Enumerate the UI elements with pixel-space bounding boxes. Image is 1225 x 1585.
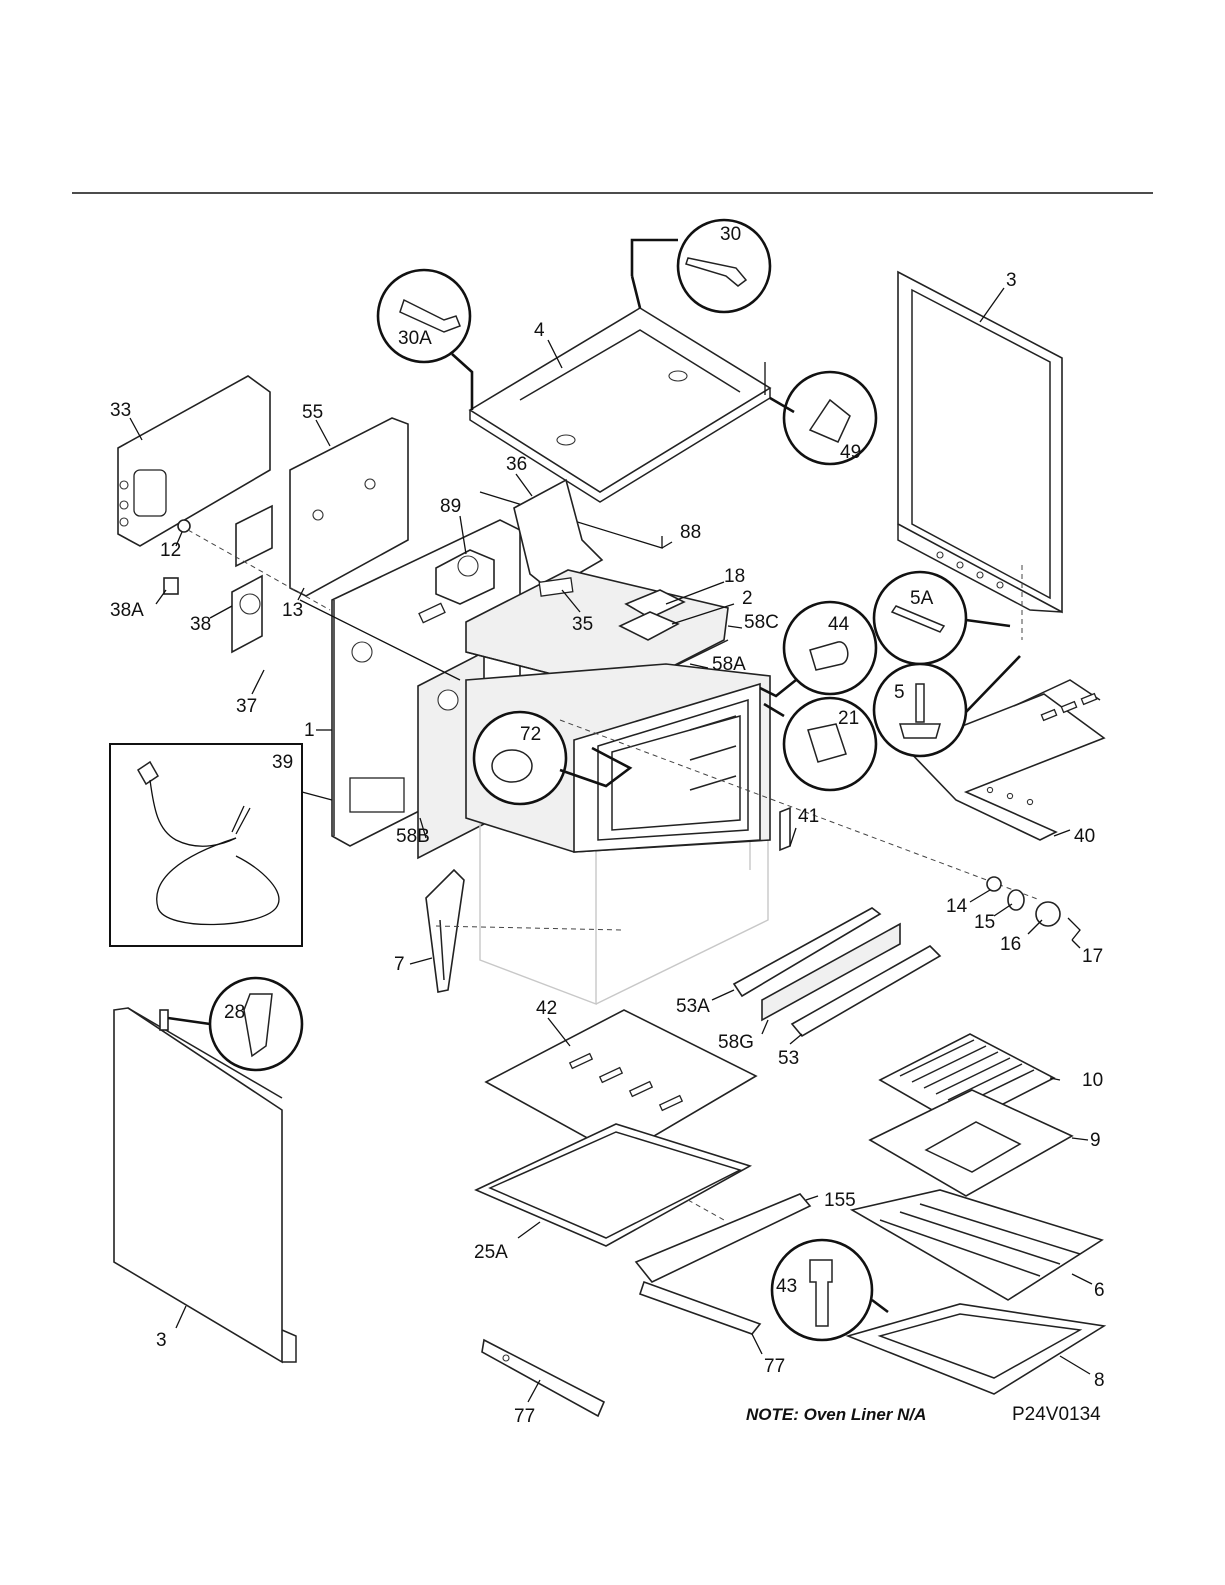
label-5A: 5A bbox=[910, 588, 934, 609]
label-36: 36 bbox=[506, 454, 527, 475]
label-38: 38 bbox=[190, 614, 211, 635]
label-41: 41 bbox=[798, 806, 819, 827]
label-28: 28 bbox=[224, 1002, 245, 1023]
label-44: 44 bbox=[828, 614, 850, 635]
label-3-right: 3 bbox=[1006, 270, 1017, 291]
label-14: 14 bbox=[946, 896, 968, 917]
label-155: 155 bbox=[824, 1190, 856, 1211]
label-38A: 38A bbox=[110, 600, 144, 621]
bubble-5A bbox=[874, 572, 1010, 664]
part-bracket-41 bbox=[780, 808, 790, 850]
label-16: 16 bbox=[1000, 934, 1021, 955]
part-toe-kick bbox=[734, 908, 940, 1036]
label-35: 35 bbox=[572, 614, 593, 635]
label-49: 49 bbox=[840, 442, 861, 463]
part-duct bbox=[514, 480, 602, 590]
label-5: 5 bbox=[894, 682, 905, 703]
label-53A: 53A bbox=[676, 996, 710, 1017]
label-25A: 25A bbox=[474, 1242, 508, 1263]
label-77-right: 77 bbox=[764, 1356, 785, 1377]
label-37: 37 bbox=[236, 696, 257, 717]
dash-hinge-path bbox=[436, 926, 622, 930]
label-30A: 30A bbox=[398, 328, 432, 349]
label-53: 53 bbox=[778, 1048, 799, 1069]
label-89: 89 bbox=[440, 496, 461, 517]
label-58C: 58C bbox=[744, 612, 779, 633]
label-15: 15 bbox=[974, 912, 995, 933]
label-77-left: 77 bbox=[514, 1406, 535, 1427]
label-13: 13 bbox=[282, 600, 303, 621]
label-18: 18 bbox=[724, 566, 745, 587]
label-40: 40 bbox=[1074, 826, 1095, 847]
label-21: 21 bbox=[838, 708, 859, 729]
label-58A: 58A bbox=[712, 654, 746, 675]
diagram-code: P24V0134 bbox=[1012, 1404, 1101, 1425]
label-7: 7 bbox=[394, 954, 405, 975]
part-light-assembly bbox=[987, 877, 1080, 940]
part-power-cord-box bbox=[110, 744, 302, 946]
bubble-30 bbox=[632, 220, 770, 312]
label-43: 43 bbox=[776, 1276, 797, 1297]
label-72: 72 bbox=[520, 724, 541, 745]
part-hinge-7 bbox=[426, 870, 464, 992]
bubble-21 bbox=[764, 698, 876, 790]
part-broiler-pan-9 bbox=[870, 1090, 1072, 1196]
part-panel-55 bbox=[290, 418, 408, 596]
part-vent-rail bbox=[482, 1194, 810, 1416]
part-tray-8 bbox=[848, 1304, 1104, 1394]
label-4: 4 bbox=[534, 320, 545, 341]
label-10: 10 bbox=[1082, 1070, 1103, 1091]
label-30: 30 bbox=[720, 224, 741, 245]
label-6: 6 bbox=[1094, 1280, 1105, 1301]
note-text: NOTE: Oven Liner N/A bbox=[746, 1405, 926, 1424]
label-88: 88 bbox=[680, 522, 701, 543]
label-3-left: 3 bbox=[156, 1330, 167, 1351]
label-55: 55 bbox=[302, 402, 323, 423]
label-58B: 58B bbox=[396, 826, 430, 847]
label-58G: 58G bbox=[718, 1032, 754, 1053]
label-2: 2 bbox=[742, 588, 753, 609]
label-33: 33 bbox=[110, 400, 131, 421]
label-1: 1 bbox=[304, 720, 315, 741]
part-oven-rack-6 bbox=[852, 1190, 1102, 1300]
label-8: 8 bbox=[1094, 1370, 1105, 1391]
label-12: 12 bbox=[160, 540, 181, 561]
label-42: 42 bbox=[536, 998, 557, 1019]
label-9: 9 bbox=[1090, 1130, 1101, 1151]
label-39: 39 bbox=[272, 752, 293, 773]
label-17: 17 bbox=[1082, 946, 1103, 967]
lead-39 bbox=[302, 792, 332, 800]
part-frame-25A bbox=[476, 1124, 750, 1246]
